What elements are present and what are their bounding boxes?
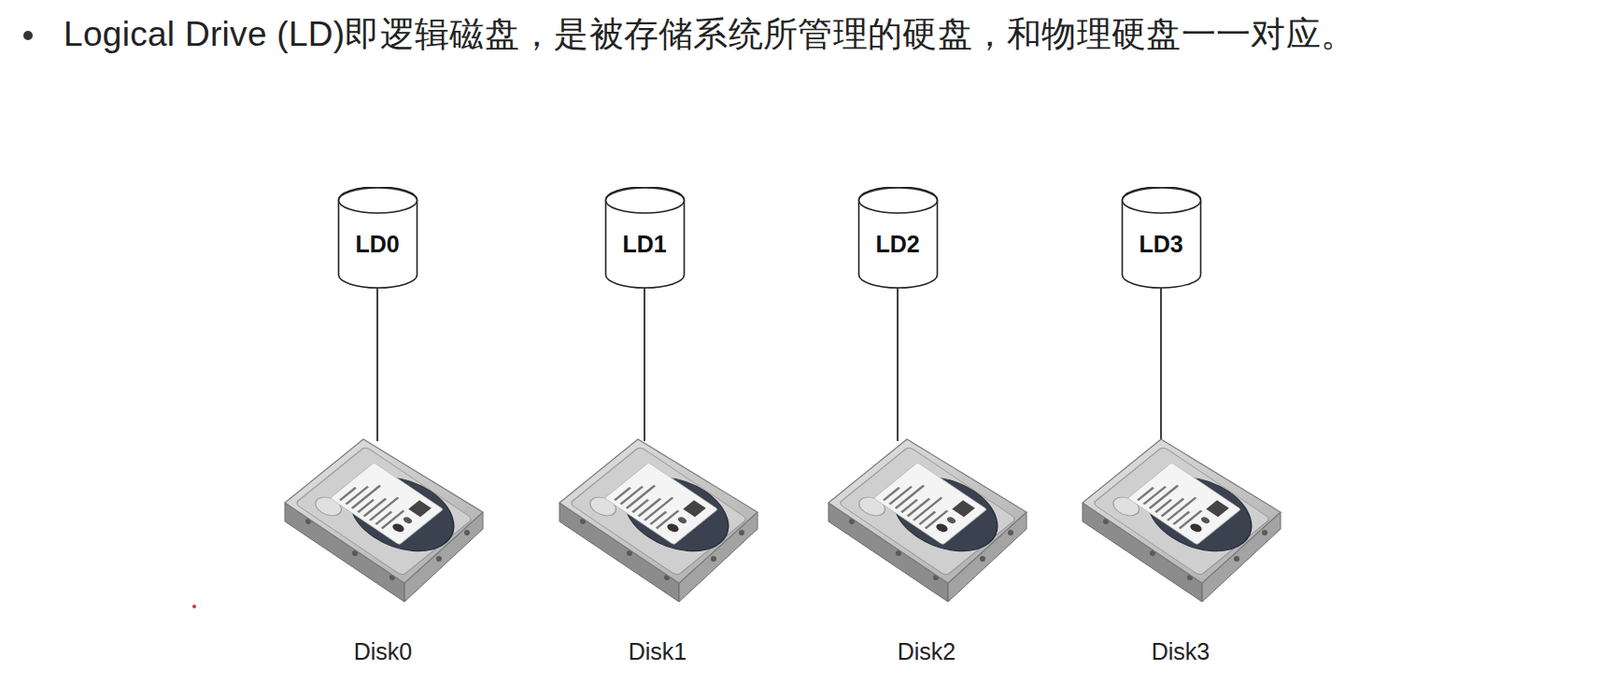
hard-drive-illustration	[266, 435, 500, 618]
drive-top	[828, 438, 1027, 583]
hard-drive-illustration	[1063, 435, 1298, 618]
cylinder-top	[858, 187, 937, 213]
physical-disk: Disk1	[540, 435, 775, 666]
physical-disk: Disk0	[266, 435, 500, 666]
drive-label: LD0	[337, 230, 419, 258]
hard-drive-illustration	[809, 435, 1044, 618]
logical-drive-cylinder: LD0	[337, 186, 419, 289]
drive-top	[1082, 438, 1281, 583]
drive-screw	[738, 529, 745, 536]
drive-screw	[710, 555, 717, 562]
disk-label: Disk0	[353, 637, 413, 666]
drive-screw	[464, 529, 470, 536]
drive-top	[284, 438, 483, 583]
connector-line	[376, 287, 379, 441]
drive-label: LD1	[604, 230, 686, 258]
drive-label	[1092, 446, 1273, 577]
drive-screw	[1233, 555, 1240, 562]
red-dot	[192, 604, 197, 609]
drive-screw	[979, 555, 986, 562]
drive-top	[559, 438, 758, 583]
drive-label	[295, 446, 475, 577]
drive-screw	[1261, 529, 1268, 536]
drive-screw	[1007, 529, 1014, 536]
connector-line	[896, 287, 899, 441]
slide-title: Logical Drive (LD)即逻辑磁盘，是被存储系统所管理的硬盘，和物理…	[63, 11, 1356, 58]
logical-drive-cylinder: LD2	[857, 186, 939, 289]
drive-label: LD2	[857, 230, 939, 258]
physical-disk: Disk2	[809, 435, 1044, 666]
cylinder-top	[1121, 187, 1201, 213]
physical-disk: Disk3	[1063, 435, 1298, 666]
connector-line	[1160, 287, 1162, 441]
disk-label: Disk1	[628, 637, 688, 666]
bullet-dot	[23, 30, 33, 41]
drive-screw	[436, 555, 442, 562]
logical-drive-cylinder: LD3	[1120, 186, 1203, 289]
disk-label: Disk3	[1151, 637, 1211, 666]
hard-drive-illustration	[540, 435, 775, 618]
disk-label: Disk2	[897, 637, 957, 666]
drive-label	[569, 446, 750, 577]
cylinder-top	[605, 187, 684, 213]
connector-line	[643, 287, 646, 441]
logical-drive-cylinder: LD1	[604, 186, 686, 289]
drive-label: LD3	[1120, 230, 1203, 258]
cylinder-top	[338, 187, 417, 213]
drive-label	[838, 446, 1019, 577]
